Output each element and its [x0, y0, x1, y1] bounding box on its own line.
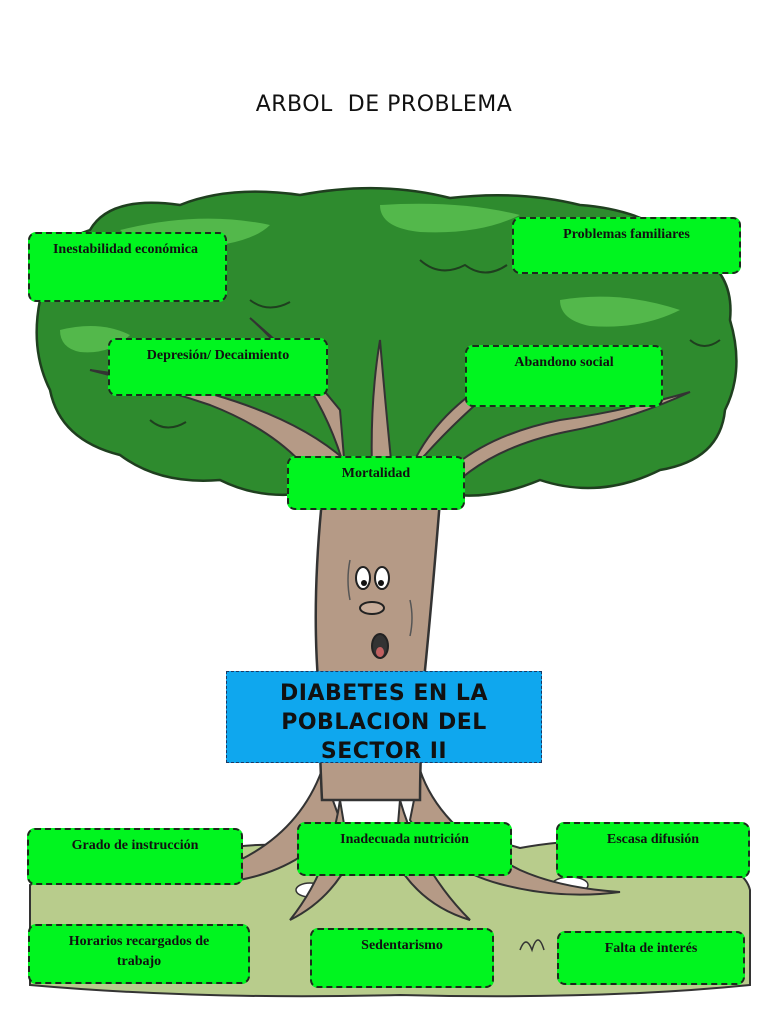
cause-label: Falta de interés — [604, 941, 698, 956]
cause-horarios-recargados: Horarios recargados de trabajo — [28, 924, 250, 984]
effect-inestabilidad-economica: Inestabilidad económica — [28, 232, 227, 302]
cause-inadecuada-nutricion: Inadecuada nutrición — [297, 822, 512, 876]
cause-sedentarismo: Sedentarismo — [310, 928, 494, 988]
tree-branches — [89, 317, 691, 508]
cause-label: Escasa difusión — [606, 832, 700, 847]
cause-label: Sedentarismo — [361, 938, 443, 953]
cause-label: Grado de instrucción — [71, 838, 199, 853]
effect-abandono-social: Abandono social — [465, 345, 663, 407]
diagram-title: ARBOL DE PROBLEMA — [255, 92, 513, 117]
effect-label: Mortalidad — [341, 466, 411, 481]
foliage-highlights — [60, 203, 680, 353]
cause-grado-de-instruccion: Grado de instrucción — [27, 828, 243, 885]
cause-label: Horarios recargados de trabajo — [68, 934, 210, 970]
effect-label: Abandono social — [514, 355, 614, 370]
effect-problemas-familiares: Problemas familiares — [512, 217, 741, 274]
cause-falta-de-interes: Falta de interés — [557, 931, 745, 985]
tree-face — [355, 566, 390, 659]
effect-depresion-decaimiento: Depresión/ Decaimiento — [108, 338, 328, 396]
effect-label: Depresión/ Decaimiento — [146, 348, 290, 363]
cause-escasa-difusion: Escasa difusión — [556, 822, 750, 878]
effect-label: Inestabilidad económica — [52, 242, 199, 257]
cause-label: Inadecuada nutrición — [340, 832, 469, 847]
effect-mortalidad: Mortalidad — [287, 456, 465, 510]
effect-label: Problemas familiares — [563, 227, 690, 242]
central-problem: DIABETES EN LA POBLACION DEL SECTOR II — [226, 671, 542, 763]
central-problem-label: DIABETES EN LA POBLACION DEL SECTOR II — [280, 681, 488, 763]
